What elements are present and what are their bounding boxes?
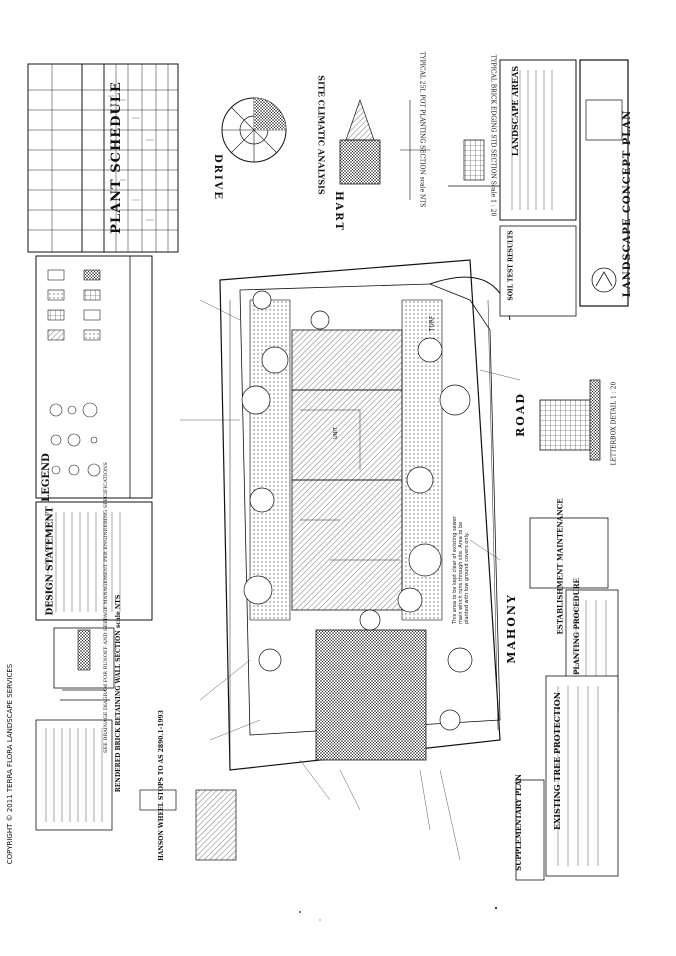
turf-label: TURF [428,315,436,332]
retaining-wall-detail [53,627,115,701]
tree-protection-block [545,675,619,877]
retaining-wall-title: RENDERED BRICK RETAINING WALL SECTION sc… [115,594,123,793]
street-drive: DRIVE [212,153,224,202]
planting-procedure-title: PLANTING PROCEDURE [571,578,581,675]
copyright-text: COPYRIGHT © 2011 TERRA FLORA LANDSCAPE S… [6,663,15,865]
landscape-areas-title: LANDSCAPE AREAS [510,65,521,157]
plant-schedule-table [27,63,179,253]
pot-planting-section [339,98,430,200]
legend-panel [35,255,153,499]
supplementary-block [515,779,545,881]
establishment-block [529,517,609,589]
concept-plan-title-block [579,59,629,307]
sewer-note: This area to be kept clear of existing s… [452,516,470,624]
drainage-note: SEE DRAINAGE DIAGRAM FOR RUNOFF AND SEEP… [103,462,109,753]
wheel-stops-title: HANSON WHEEL STOPS TO AS 2890.1-1993 [157,710,165,861]
supplementary-title: SUPPLEMENTARY PLAN [513,774,523,871]
scan-specks [299,906,498,921]
design-statement-title: DESIGN STATEMENT [45,506,56,616]
plant-schedule-title: PLANT SCHEDULE [108,81,124,234]
unit-label: UNIT [332,427,339,439]
tree-protection-title: EXISTING TREE PROTECTION [552,691,563,831]
site-plan [219,259,511,771]
pot-planting-title: TYPICAL 25L POT PLANTING SECTION scale N… [418,51,426,208]
street-mahony: MAHONY [504,593,518,664]
street-hart: HART [332,191,344,232]
concept-plan-title: LANDSCAPE CONCEPT PLAN [622,109,634,298]
wheel-stop-detail [139,789,237,861]
soil-test-title: SOIL TEST RESULTS [507,230,515,301]
sun-path-diagram [221,97,287,163]
letterbox-title: LETTERBOX DETAIL 1 : 20 [610,381,618,466]
site-climatic-title: SITE CLIMATIC ANALYSIS [316,75,327,195]
legend-title: LEGEND [40,453,52,502]
establishment-title: ESTABLISHMENT MAINTENANCE [555,498,565,635]
soil-test-block [499,225,577,317]
brick-edging-title: TYPICAL BRICK EDGING STD SECTION Scale 1… [489,54,497,217]
leader-lines [180,299,521,861]
landscape-areas-block [499,59,577,221]
street-road: ROAD [513,392,527,437]
brick-edging-section [448,139,500,187]
design-statement-panel [35,501,153,621]
lower-left-notes [35,719,113,831]
letterbox-detail [539,379,601,461]
